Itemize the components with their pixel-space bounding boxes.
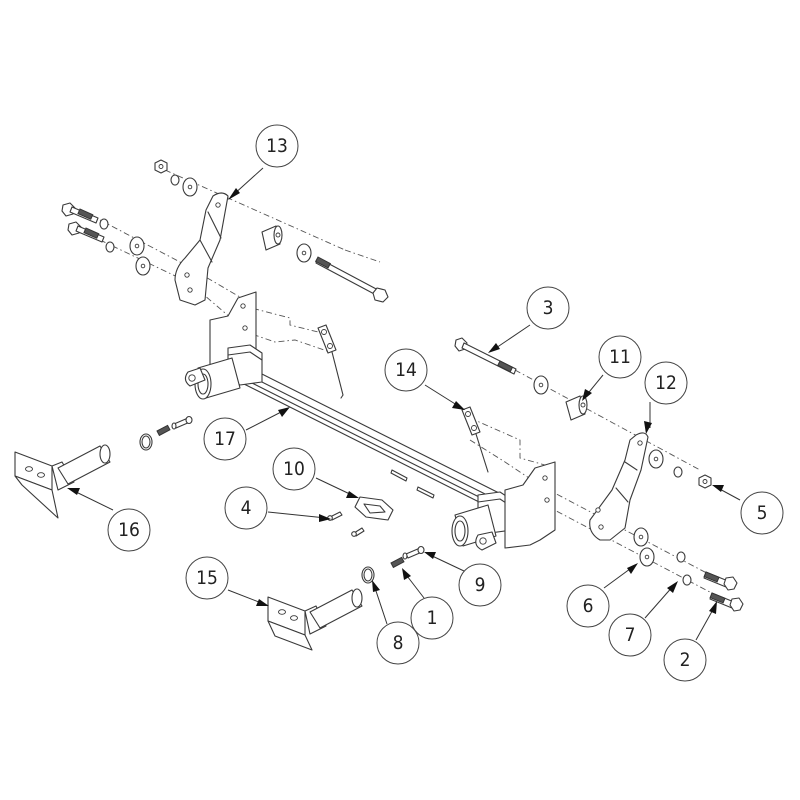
svg-text:4: 4 (241, 497, 252, 519)
svg-text:12: 12 (655, 372, 677, 394)
callout-14[interactable]: 14 (384, 348, 428, 392)
callout-16[interactable]: 16 (107, 508, 151, 552)
callout-4[interactable]: 4 (224, 486, 268, 530)
callout-8[interactable]: 8 (376, 621, 420, 665)
crossbar-assembly (184, 291, 556, 551)
callout-1[interactable]: 1 (410, 596, 454, 640)
assembly-centerlines (99, 169, 726, 601)
svg-text:10: 10 (283, 458, 305, 480)
svg-text:2: 2 (680, 649, 691, 671)
bolt-pair-left (61, 202, 151, 276)
svg-text:11: 11 (609, 346, 631, 368)
bracket-13-shape (174, 192, 229, 306)
callout-17[interactable]: 17 (203, 417, 247, 461)
callout-9[interactable]: 9 (458, 563, 502, 607)
callout-2[interactable]: 2 (663, 638, 707, 682)
callout-10[interactable]: 10 (272, 447, 316, 491)
svg-text:15: 15 (196, 567, 218, 589)
svg-text:8: 8 (393, 632, 404, 654)
svg-text:13: 13 (266, 135, 288, 157)
callout-3[interactable]: 3 (526, 286, 570, 330)
svg-text:17: 17 (214, 428, 236, 450)
callout-6[interactable]: 6 (566, 584, 610, 628)
callout-5[interactable]: 5 (740, 491, 784, 535)
callout-leaders (67, 167, 741, 641)
bracket-right-assembly (454, 337, 744, 612)
svg-text:7: 7 (625, 624, 636, 646)
small-parts (139, 415, 425, 584)
svg-text:1: 1 (427, 607, 438, 629)
svg-text:5: 5 (757, 502, 768, 524)
svg-text:3: 3 (543, 297, 554, 319)
safety-clip-right (461, 406, 489, 473)
svg-text:16: 16 (118, 519, 140, 541)
callout-bubbles: 1 2 3 4 5 6 7 8 9 10 11 12 13 14 15 16 1… (107, 124, 784, 682)
tow-tab-lower (267, 588, 363, 651)
svg-text:6: 6 (583, 595, 594, 617)
safety-clip-left (317, 324, 344, 399)
callout-13[interactable]: 13 (255, 124, 299, 168)
callout-7[interactable]: 7 (608, 613, 652, 657)
tow-tab-left (14, 444, 111, 519)
svg-text:14: 14 (395, 359, 417, 381)
callout-12[interactable]: 12 (644, 361, 688, 405)
callout-11[interactable]: 11 (598, 335, 642, 379)
callout-15[interactable]: 15 (185, 556, 229, 600)
bracket-left-assembly (61, 159, 389, 306)
svg-text:9: 9 (475, 574, 486, 596)
